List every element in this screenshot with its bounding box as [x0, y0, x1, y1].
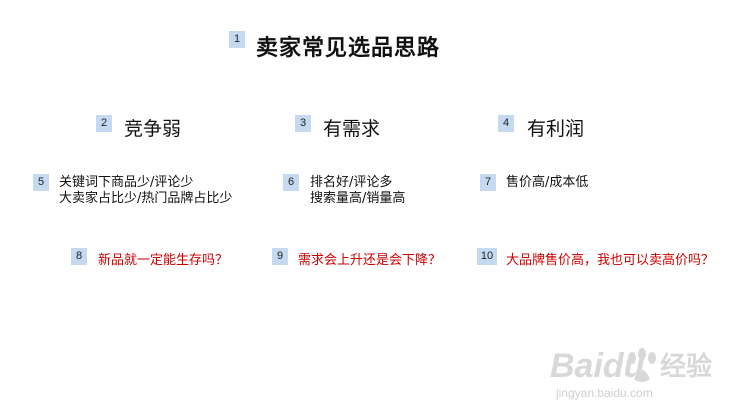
detail-profit: 售价高/成本低 — [506, 175, 588, 191]
detail-competition-line2: 大卖家占比少/热门品牌占比少 — [59, 191, 233, 206]
badge-10: 10 — [477, 248, 497, 265]
badge-9: 9 — [272, 248, 288, 265]
badge-3: 3 — [295, 115, 311, 132]
detail-demand-line1: 排名好/评论多 — [310, 175, 393, 190]
watermark-brand: Baidu — [550, 347, 645, 385]
heading-demand: 有需求 — [323, 118, 381, 140]
heading-competition: 竞争弱 — [124, 118, 182, 140]
question-demand-trend: 需求会上升还是会下降？ — [298, 253, 442, 268]
badge-8: 8 — [71, 248, 87, 265]
badge-5: 5 — [33, 174, 49, 191]
detail-competition-line1: 关键词下商品少/评论少 — [59, 175, 194, 190]
badge-1: 1 — [229, 31, 245, 48]
detail-demand-line2: 搜索量高/销量高 — [310, 191, 406, 206]
watermark-cn: 经验 — [660, 351, 712, 382]
heading-profit: 有利润 — [527, 118, 585, 140]
question-high-price: 大品牌售价高，我也可以卖高价吗？ — [506, 253, 715, 268]
question-new-product: 新品就一定能生存吗？ — [98, 253, 229, 268]
badge-2: 2 — [96, 115, 112, 132]
detail-demand: 排名好/评论多 搜索量高/销量高 — [310, 175, 405, 207]
watermark-url: jingyan.baidu.com — [555, 386, 653, 400]
page-title: 卖家常见选品思路 — [256, 36, 441, 61]
badge-7: 7 — [480, 174, 496, 191]
baidu-jingyan-watermark: Baidu 经验 jingyan.baidu.com — [550, 347, 712, 400]
badge-4: 4 — [498, 115, 514, 132]
paw-icon — [628, 348, 656, 382]
badge-6: 6 — [283, 174, 299, 191]
detail-competition: 关键词下商品少/评论少 大卖家占比少/热门品牌占比少 — [59, 175, 232, 207]
detail-profit-line1: 售价高/成本低 — [506, 175, 589, 190]
